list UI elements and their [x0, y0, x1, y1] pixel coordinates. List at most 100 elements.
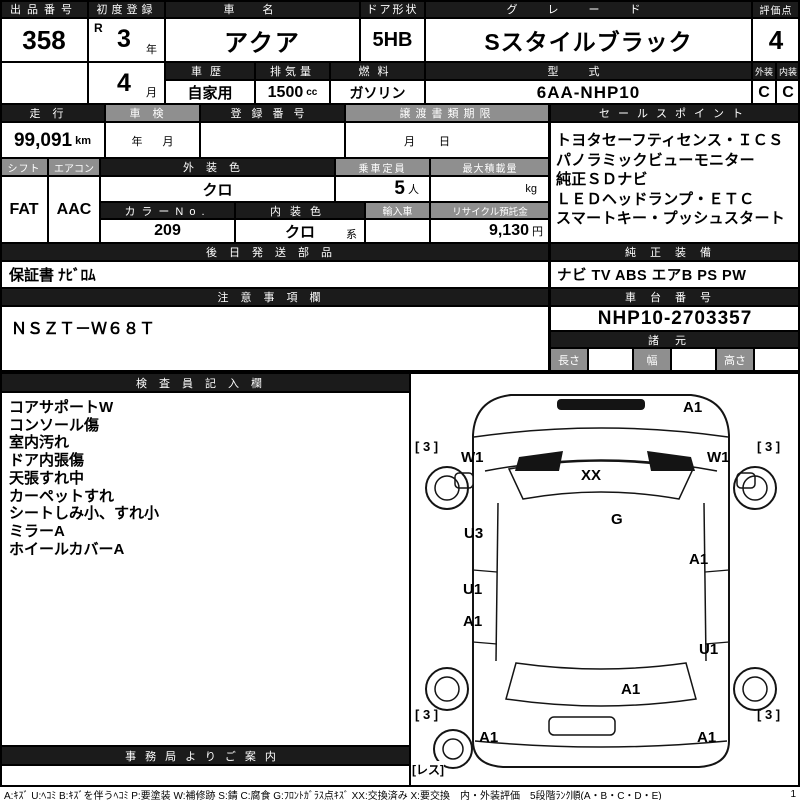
grade-header: グレード [425, 0, 752, 18]
max-load-value: kg [430, 176, 550, 202]
later-parts-header: 後日発送部品 [0, 243, 550, 261]
inspection-value: 年 月 [105, 122, 200, 159]
notes-header: 注意事項欄 [0, 288, 550, 306]
fuel-value: ガソリン [330, 80, 425, 105]
model-code-value: 6AA-NHP10 [425, 80, 752, 105]
capacity-value: 5 人 [335, 176, 430, 202]
recycle-deposit-value: 9,130 円 [430, 219, 550, 243]
length-value [588, 348, 633, 371]
mileage-value: 99,091 km [0, 122, 105, 159]
mark-front-left-fender: W1 [461, 449, 484, 466]
exterior-color-value: クロ [100, 176, 335, 202]
dimensions-header: 諸元 [550, 331, 800, 348]
divider-line [0, 103, 800, 105]
history-value: 自家用 [165, 80, 255, 105]
chassis-no-header: 車台番号 [550, 288, 800, 306]
width-value [671, 348, 716, 371]
divider-line [0, 242, 800, 244]
aircon-header: エアコン [48, 158, 100, 176]
capacity-number: 5 [394, 178, 405, 199]
notes-value: ＮＳＺＴ－Ｗ６８Ｔ [0, 306, 550, 371]
interior-color-value: クロ 系 [235, 219, 365, 243]
wheel-rear-left-icon [425, 667, 469, 711]
model-code-header: 型式 [425, 62, 752, 80]
divider-line [0, 0, 800, 2]
sales-point-item: ＬＥＤヘッドランプ・ＥＴＣ [556, 190, 755, 208]
spare-tire-icon [433, 729, 473, 769]
divider-line [0, 785, 800, 787]
displacement-number: 1500 [267, 83, 304, 101]
front-bumper-line [473, 427, 729, 438]
score-value: 4 [752, 18, 800, 62]
auction-no-header: 出品番号 [0, 0, 88, 18]
divider-line [409, 371, 411, 787]
inspection-header: 車検 [105, 104, 200, 122]
height-label: 高さ [716, 348, 754, 371]
wheel-front-right-icon [733, 466, 777, 510]
transfer-month-unit: 月 [404, 135, 415, 148]
office-info-blank [0, 765, 410, 787]
reg-month-value: 4 [117, 69, 131, 97]
aircon-value: AAC [48, 176, 100, 243]
color-no-header: カラーNo. [100, 202, 235, 219]
color-no-value: 209 [100, 219, 235, 243]
chassis-no-value: NHP10-2703357 [550, 306, 800, 331]
mark-glass: G [611, 511, 623, 528]
mark-right-side: A1 [689, 551, 709, 568]
recycle-deposit-header: リサイクル預託金 [430, 202, 550, 219]
max-load-header: 最大積載量 [430, 158, 550, 176]
first-reg-header: 初度登録 [88, 0, 165, 18]
inspector-note: ホイールカバーA [9, 540, 125, 558]
shift-header: シフト [0, 158, 48, 176]
capacity-header: 乗車定員 [335, 158, 430, 176]
score-header: 評価点 [752, 0, 800, 18]
max-load-unit: kg [525, 183, 537, 195]
inspection-month-unit: 月 [162, 135, 174, 148]
windshield-shade-left [515, 451, 563, 471]
mileage-header: 走行 [0, 104, 105, 122]
mark-spare-tire: [レス] [412, 761, 444, 778]
inspection-year-unit: 年 [131, 135, 143, 148]
transfer-deadline-header: 譲渡書類期限 [345, 104, 550, 122]
sales-point-item: 純正ＳＤナビ [556, 171, 648, 188]
auction-no-value: 358 [0, 18, 88, 62]
inspector-notes-list: コアサポートW コンソール傷 室内汚れ ドア内張傷 天張すれ中 カーペットすれ … [0, 392, 410, 746]
inspector-note: 室内汚れ [9, 434, 70, 452]
divider-line [798, 0, 800, 787]
inspector-note: コアサポートW [9, 399, 114, 416]
exterior-grade-value: C [752, 80, 776, 105]
wheel-rear-right-icon [733, 667, 777, 711]
mark-windshield: XX [581, 467, 602, 484]
inspector-note: コンソール傷 [9, 416, 100, 434]
roof-side-left [495, 502, 499, 662]
recycle-fee-unit: 円 [532, 226, 543, 238]
interior-color-suffix: 系 [346, 229, 357, 241]
registration-no-header: 登録番号 [200, 104, 345, 122]
equipment-header: 純正装備 [550, 243, 800, 261]
transfer-day-unit: 日 [439, 135, 450, 148]
sales-point-item: パノラミックビューモニター [556, 151, 755, 169]
interior-color-header: 内装色 [235, 202, 365, 219]
inspector-note: ミラーA [9, 522, 65, 540]
divider-line [0, 371, 800, 374]
mark-left-side-1: U1 [463, 581, 483, 598]
month-unit: 月 [146, 87, 157, 99]
capacity-unit: 人 [408, 184, 419, 196]
footer: A:ｷｽﾞ U:ﾍｺﾐ B:ｷｽﾞを伴うﾍｺﾐ P:要塗装 W:補修跡 S:錆 … [0, 788, 800, 800]
length-label: 長さ [550, 348, 588, 371]
sales-point-item: トヨタセーフティセンス・ＩＣＳ [556, 132, 784, 149]
displacement-header: 排気量 [255, 62, 330, 80]
history-header: 車歴 [165, 62, 255, 80]
license-plate [548, 716, 616, 736]
divider-line [0, 0, 2, 787]
empty-cell [0, 62, 88, 105]
wheel-front-left-icon [425, 466, 469, 510]
mark-front-right-fender: W1 [707, 449, 730, 466]
exterior-grade-header: 外装 [752, 62, 776, 80]
divider-line [0, 745, 410, 747]
windshield-shade-right [647, 451, 695, 471]
mark-left-side-2: A1 [463, 613, 483, 630]
transfer-deadline-value: 月 日 [345, 122, 550, 159]
displacement-unit: cc [306, 87, 318, 98]
